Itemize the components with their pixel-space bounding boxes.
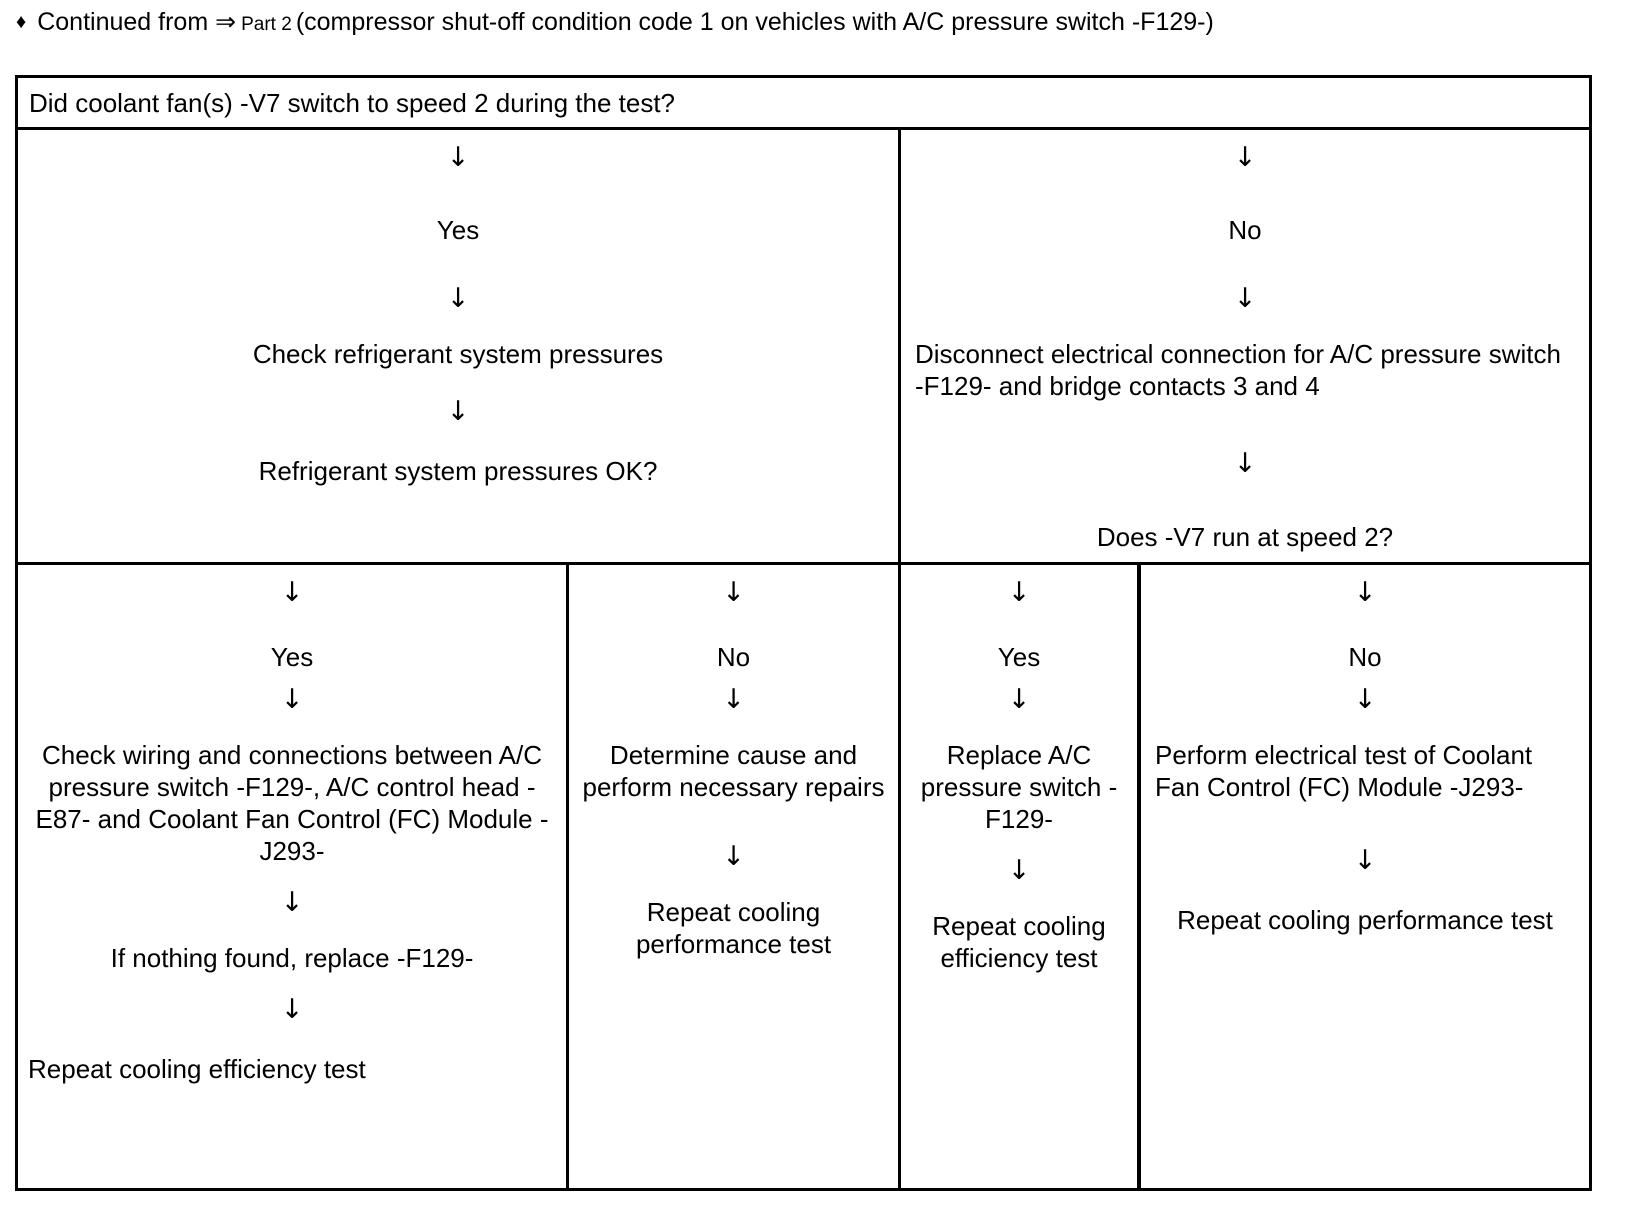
down-arrow-icon: ↓ bbox=[446, 283, 470, 314]
outcome-column-2: ↓ No ↓ Determine cause and perform neces… bbox=[569, 565, 901, 1188]
branch-label-no: No bbox=[1228, 215, 1262, 245]
down-arrow-icon: ↓ bbox=[1353, 577, 1377, 608]
outcome-3-action-1: Replace A/C pressure switch -F129- bbox=[920, 740, 1118, 834]
outcome-label-2: No bbox=[716, 642, 751, 672]
outcome-4-action-1: Perform electrical test of Coolant Fan C… bbox=[1155, 740, 1533, 802]
outcome-label-3: Yes bbox=[997, 642, 1041, 672]
note-text-after: (compressor shut-off condition code 1 on… bbox=[295, 8, 1214, 36]
branch-yes-question-2: Refrigerant system pressures OK? bbox=[258, 456, 658, 486]
down-arrow-icon: ↓ bbox=[722, 577, 745, 608]
outcome-1-action-3: Repeat cooling efficiency test bbox=[28, 1054, 366, 1084]
down-arrow-icon: ↓ bbox=[280, 684, 304, 715]
outcome-4-action-2: Repeat cooling performance test bbox=[1177, 905, 1553, 935]
outcome-column-3: ↓ Yes ↓ Replace A/C pressure switch -F12… bbox=[901, 565, 1141, 1188]
down-arrow-icon: ↓ bbox=[1353, 845, 1377, 876]
down-arrow-icon: ↓ bbox=[280, 577, 304, 608]
down-arrow-icon: ↓ bbox=[280, 887, 304, 918]
branch-cell-yes: ↓ Yes ↓ Check refrigerant system pressur… bbox=[18, 130, 901, 562]
outcome-label-4: No bbox=[1348, 642, 1382, 672]
down-arrow-icon: ↓ bbox=[722, 841, 745, 872]
branch-cell-no: ↓ No ↓ Disconnect electrical connection … bbox=[901, 130, 1589, 562]
down-arrow-icon: ↓ bbox=[1007, 855, 1031, 886]
flowchart-table: Did coolant fan(s) -V7 switch to speed 2… bbox=[15, 75, 1592, 1191]
outcome-1-action-1: Check wiring and connections between A/C… bbox=[35, 740, 549, 866]
main-question-text: Did coolant fan(s) -V7 switch to speed 2… bbox=[29, 87, 676, 118]
down-arrow-icon: ↓ bbox=[1007, 577, 1031, 608]
outcome-1-action-2: If nothing found, replace -F129- bbox=[110, 943, 474, 973]
branch-label-yes: Yes bbox=[436, 215, 480, 245]
down-arrow-icon: ↓ bbox=[1233, 142, 1257, 173]
down-arrow-icon: ↓ bbox=[722, 684, 745, 715]
diamond-bullet-icon: ♦ bbox=[16, 11, 27, 33]
down-arrow-icon: ↓ bbox=[1353, 684, 1377, 715]
down-arrow-icon: ↓ bbox=[446, 142, 470, 173]
outcome-label-1: Yes bbox=[270, 642, 314, 672]
flowchart-outcome-row: ↓ Yes ↓ Check wiring and connections bet… bbox=[18, 565, 1589, 1188]
branch-no-question-2: Does -V7 run at speed 2? bbox=[1096, 522, 1394, 552]
note-text-before: Continued from bbox=[37, 8, 209, 36]
double-arrow-right-icon: ⇒ bbox=[215, 8, 237, 36]
down-arrow-icon: ↓ bbox=[446, 396, 470, 427]
down-arrow-icon: ↓ bbox=[1233, 448, 1257, 479]
branch-yes-step-1: Check refrigerant system pressures bbox=[252, 339, 664, 369]
down-arrow-icon: ↓ bbox=[1007, 684, 1031, 715]
outcome-column-4: ↓ No ↓ Perform electrical test of Coolan… bbox=[1141, 565, 1589, 1188]
branch-no-step-1: Disconnect electrical connection for A/C… bbox=[915, 339, 1561, 401]
down-arrow-icon: ↓ bbox=[280, 994, 304, 1025]
flowchart-header-row: Did coolant fan(s) -V7 switch to speed 2… bbox=[18, 78, 1589, 130]
down-arrow-icon: ↓ bbox=[1233, 283, 1257, 314]
note-reference-link[interactable]: Part 2 bbox=[241, 14, 292, 35]
outcome-2-action-1: Determine cause and perform necessary re… bbox=[582, 740, 885, 802]
outcome-column-1: ↓ Yes ↓ Check wiring and connections bet… bbox=[18, 565, 569, 1188]
continued-from-note: ♦ Continued from ⇒ Part 2 (compressor sh… bbox=[16, 6, 1616, 46]
outcome-2-action-2: Repeat cooling performance test bbox=[635, 897, 832, 959]
outcome-3-action-2: Repeat cooling efficiency test bbox=[932, 911, 1106, 973]
flowchart-branch-row: ↓ Yes ↓ Check refrigerant system pressur… bbox=[18, 130, 1589, 565]
